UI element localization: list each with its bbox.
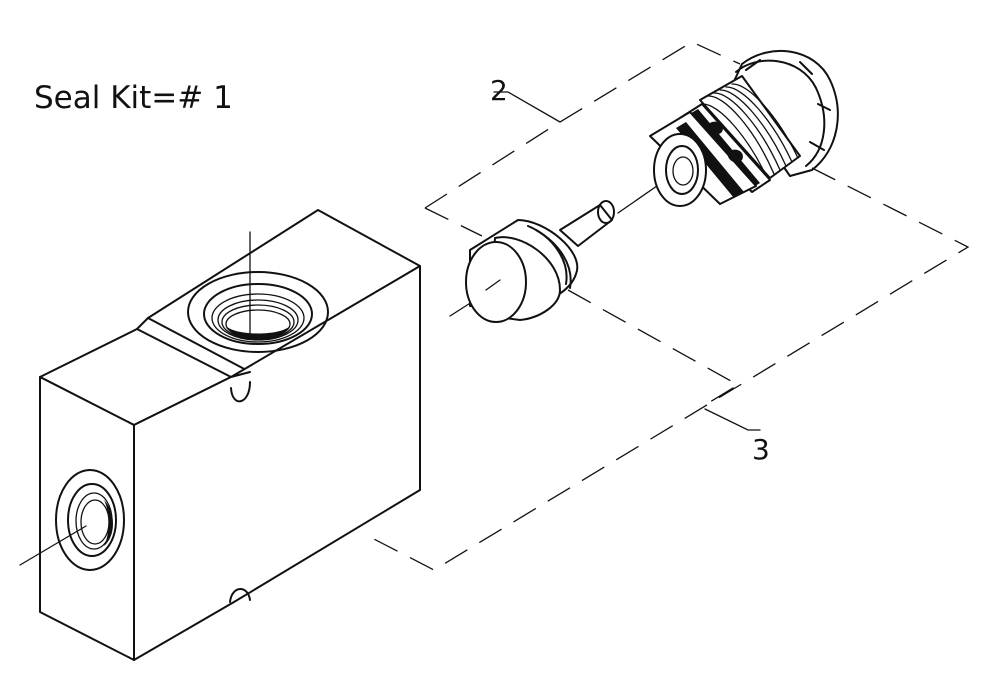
seal-kit-title: Seal Kit=# 1 — [34, 80, 233, 116]
leader-lines — [493, 91, 761, 431]
poppet-part — [465, 200, 615, 323]
assembly-guide-lines — [369, 41, 970, 571]
cartridge-plug — [649, 50, 839, 207]
callout-3: 3 — [752, 433, 770, 466]
valve-body — [39, 209, 421, 661]
callout-2: 2 — [490, 74, 508, 107]
